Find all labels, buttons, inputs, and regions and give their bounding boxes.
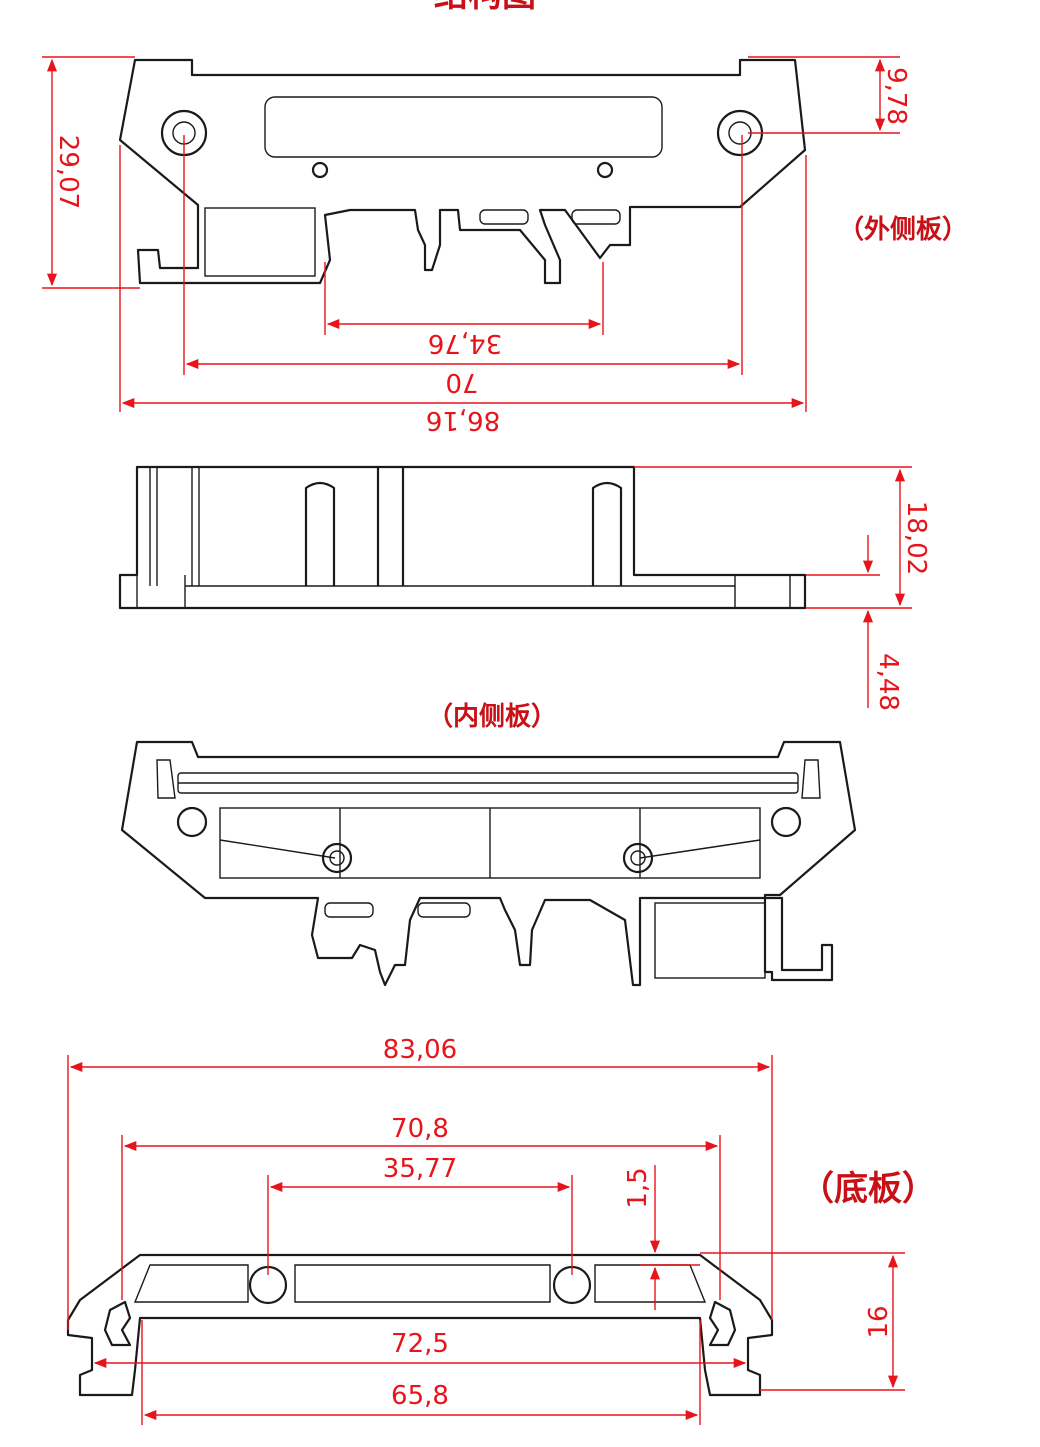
dim-outer-width: 86,16 — [426, 405, 500, 435]
dim-outer-rail: 34,76 — [428, 328, 502, 358]
dim-outer-offset: 9,78 — [881, 67, 911, 125]
bottom-dimensions: 83,06 70,8 35,77 1,5 16 72,5 65,8 — [67, 1035, 905, 1425]
dim-bottom-slots: 35,77 — [383, 1154, 457, 1184]
inner-side-plate-view — [120, 740, 857, 987]
label-outer-side-plate: （外侧板） — [838, 215, 968, 245]
dim-bottom-overall: 83,06 — [383, 1035, 457, 1065]
dim-side-height: 18,02 — [901, 501, 931, 575]
label-bottom-plate: （底板） — [800, 1169, 936, 1209]
outer-dimensions: 29,07 9,78 34,76 70 86,16 — [42, 56, 911, 435]
page-title: 结构图 — [434, 0, 536, 15]
outer-side-plate-view — [118, 58, 807, 285]
dim-bottom-lip: 1,5 — [623, 1167, 653, 1208]
dim-bottom-base: 65,8 — [391, 1381, 449, 1411]
dim-outer-height: 29,07 — [53, 135, 83, 209]
dim-outer-holes: 70 — [445, 367, 478, 397]
dim-bottom-span: 70,8 — [391, 1114, 449, 1144]
label-inner-side-plate: （内侧板） — [427, 702, 557, 732]
dim-bottom-height: 16 — [864, 1305, 894, 1338]
side-dimensions: 18,02 4,48 — [634, 466, 931, 711]
side-profile-view — [118, 465, 807, 610]
dim-side-base: 4,48 — [873, 653, 903, 711]
bottom-plate-view — [66, 1253, 774, 1397]
dim-bottom-inner: 72,5 — [391, 1329, 449, 1359]
